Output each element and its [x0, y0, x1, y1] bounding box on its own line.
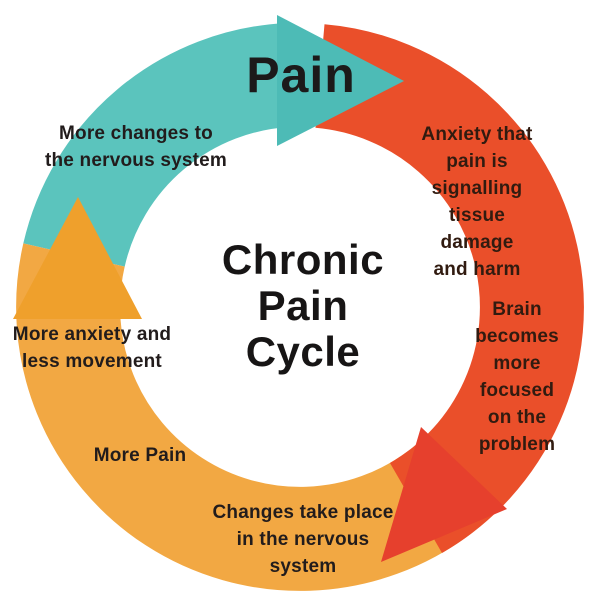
red-arrowhead-icon	[381, 427, 507, 562]
red-arc-segment	[314, 24, 584, 553]
yellow-arrowhead-icon	[13, 197, 142, 319]
more-changes-step-label: More changes to the nervous system	[44, 123, 228, 171]
more-anxiety-step-label: More anxiety and less movement	[12, 324, 172, 372]
teal-arrowhead-icon	[277, 15, 404, 146]
more-pain-step-label: More Pain	[93, 445, 187, 466]
yellow-arc-segment	[16, 243, 472, 591]
brain-focus-step-label: Brain becomes more focused on the proble…	[475, 299, 559, 455]
changes-step-label: Changes take place in the nervous system	[212, 502, 394, 577]
pain-step-label: Pain	[246, 47, 356, 103]
anxiety-step-label: Anxiety that pain is signalling tissue d…	[421, 124, 533, 280]
diagram-title: Chronic Pain Cycle	[221, 236, 385, 375]
